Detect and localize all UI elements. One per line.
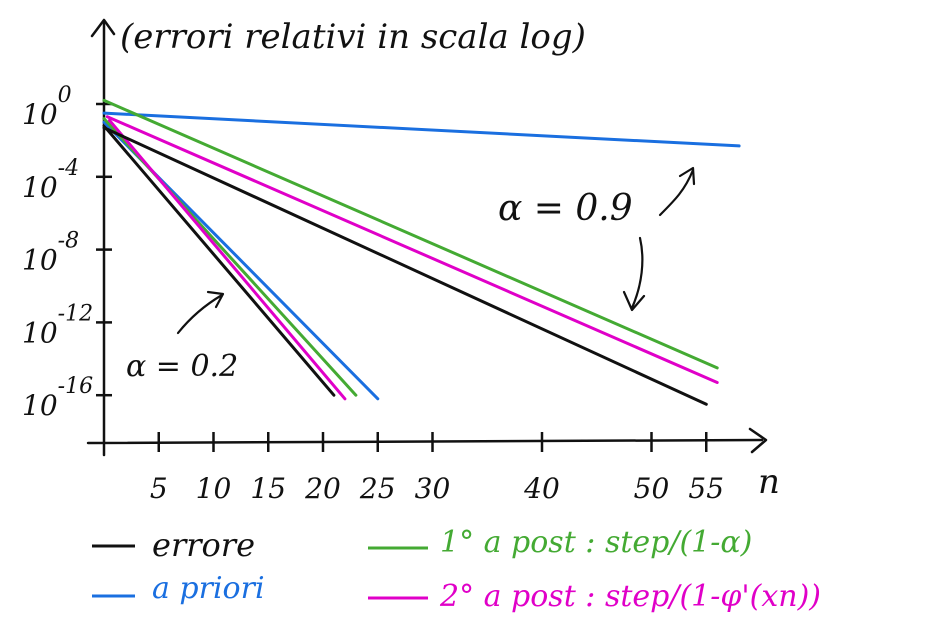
x-tick-label: 40	[523, 472, 560, 505]
chart-title: (errori relativi in scala log)	[120, 17, 586, 57]
series-lines	[102, 98, 741, 406]
y-tick-label: 10-16	[22, 374, 93, 422]
arrow-head-3	[206, 290, 225, 309]
series-line-post2-alpha-09	[105, 115, 719, 384]
axes	[86, 18, 768, 457]
annotation-alpha-09: α = 0.9	[498, 188, 633, 229]
legend-item-errore: errore	[92, 526, 255, 564]
y-tick-exponent: -12	[58, 301, 93, 326]
x-axis-arrow	[748, 427, 768, 454]
y-tick-label: 100	[22, 83, 72, 131]
legend-label-post2: 2° a post : step/(1-φ'(xn))	[439, 579, 821, 614]
x-tick-label: 50	[634, 472, 670, 505]
y-tick-exponent: -8	[58, 229, 79, 254]
y-tick-exponent: 0	[58, 83, 72, 108]
y-tick-exponent: -4	[58, 156, 79, 181]
series-line-errore-alpha-02	[102, 124, 336, 397]
legend: errore a priori 1° a post : step/(1-α) 2…	[92, 525, 821, 614]
y-axis-arrow	[90, 18, 116, 38]
series-line-post2-alpha-02	[108, 118, 347, 401]
legend-label-errore: errore	[152, 526, 255, 564]
x-axis	[86, 438, 764, 445]
y-tick-base: 10	[22, 316, 58, 349]
legend-label-a-priori: a priori	[152, 571, 265, 606]
arrow-alpha-02	[176, 293, 224, 335]
legend-label-post1: 1° a post : step/(1-α)	[440, 525, 752, 560]
arrow-head-1	[678, 166, 696, 186]
legend-item-post2: 2° a post : step/(1-φ'(xn))	[368, 579, 821, 614]
x-tick-label: 10	[196, 472, 232, 505]
arrow-head-2	[622, 290, 646, 312]
x-tick-label: 55	[688, 472, 724, 505]
x-ticks: 5 10 15 20 25 30 40 50 55	[150, 432, 724, 505]
x-tick-label: 15	[250, 472, 286, 505]
y-tick-exponent: -16	[58, 374, 93, 399]
arrow-to-lines	[630, 236, 644, 310]
x-tick-label: 20	[304, 472, 341, 505]
x-tick-label: 25	[359, 472, 396, 505]
legend-item-a-priori: a priori	[92, 571, 265, 606]
series-line-errore-alpha-09	[102, 126, 708, 406]
x-tick-label: 5	[150, 472, 168, 505]
x-tick-label: 30	[415, 472, 451, 505]
series-line-a_priori-alpha-09	[102, 111, 741, 148]
y-tick-base: 10	[22, 98, 58, 131]
annotation-arrows	[176, 166, 696, 335]
annotation-alpha-02: α = 0.2	[126, 349, 238, 384]
legend-item-post1: 1° a post : step/(1-α)	[368, 525, 752, 560]
y-tick-label: 10-12	[22, 301, 93, 349]
arrow-to-apriori	[658, 168, 695, 217]
y-tick-base: 10	[22, 244, 58, 277]
y-tick-label: 10-8	[22, 229, 79, 277]
y-tick-label: 10-4	[22, 156, 79, 204]
y-tick-base: 10	[22, 389, 58, 422]
series-line-post1-alpha-09	[102, 98, 719, 370]
x-axis-label: n	[758, 462, 780, 502]
y-tick-base: 10	[22, 171, 58, 204]
